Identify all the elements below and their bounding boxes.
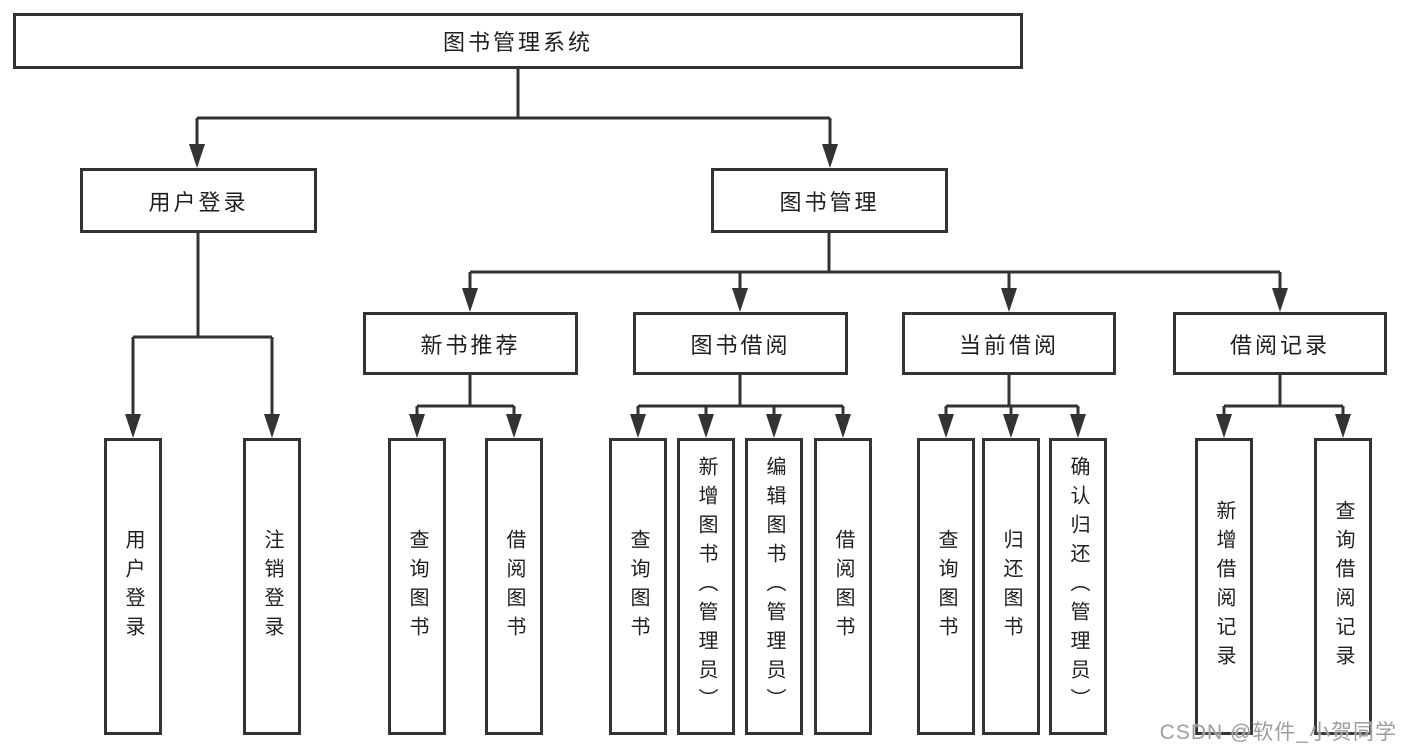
arrowhead — [822, 144, 838, 168]
arrowhead — [409, 414, 425, 438]
leaf-return-books: 归还图书 — [982, 438, 1040, 735]
leaf-add-borrow-record: 新增借阅记录 — [1195, 438, 1253, 735]
node-borrowing-records: 借阅记录 — [1173, 312, 1387, 375]
leaf-label: 编辑图书（管理员） — [763, 456, 785, 717]
leaf-label: 借阅图书 — [832, 528, 854, 645]
node-label: 图书管理 — [779, 189, 880, 215]
leaf-edit-books-admin: 编辑图书（管理员） — [745, 438, 803, 735]
arrowhead — [264, 414, 280, 438]
leaf-query-books-current: 查询图书 — [917, 438, 975, 735]
arrowhead — [835, 414, 851, 438]
leaf-add-books-admin: 新增图书（管理员） — [677, 438, 735, 735]
leaf-borrow-books: 借阅图书 — [814, 438, 872, 735]
arrowhead — [938, 414, 954, 438]
leaf-query-borrow-record: 查询借阅记录 — [1314, 438, 1372, 735]
leaf-label: 查询图书 — [935, 528, 957, 645]
leaf-query-books-borrow: 查询图书 — [609, 438, 667, 735]
arrowhead — [630, 414, 646, 438]
leaf-label: 注销登录 — [261, 528, 283, 645]
leaf-label: 归还图书 — [1000, 528, 1022, 645]
leaf-borrow-books-recommend: 借阅图书 — [485, 438, 543, 735]
arrowhead — [732, 288, 748, 312]
arrowhead — [1070, 414, 1086, 438]
arrowhead — [1216, 414, 1232, 438]
node-book-management: 图书管理 — [711, 168, 948, 233]
arrowhead — [766, 414, 782, 438]
arrowhead — [1272, 288, 1288, 312]
arrowhead — [1003, 414, 1019, 438]
csdn-watermark: CSDN @软件_小贺同学 — [1159, 721, 1397, 744]
node-label: 用户登录 — [148, 189, 249, 215]
arrowhead — [506, 414, 522, 438]
leaf-label: 借阅图书 — [503, 528, 525, 645]
leaf-label: 查询图书 — [406, 528, 428, 645]
arrowhead — [125, 414, 141, 438]
leaf-label: 用户登录 — [122, 528, 144, 645]
node-label: 新书推荐 — [420, 332, 521, 358]
leaf-label: 确认归还（管理员） — [1067, 456, 1089, 717]
leaf-label: 新增图书（管理员） — [695, 456, 717, 717]
leaf-label: 查询图书 — [627, 528, 649, 645]
node-new-book-recommendation: 新书推荐 — [363, 312, 578, 375]
node-label: 图书管理系统 — [442, 30, 593, 55]
node-label: 当前借阅 — [958, 332, 1059, 358]
arrowhead — [1335, 414, 1351, 438]
leaf-logout: 注销登录 — [243, 438, 301, 735]
leaf-user-login: 用户登录 — [104, 438, 162, 735]
node-user-login: 用户登录 — [80, 168, 317, 233]
arrowheads — [125, 144, 1351, 438]
arrowhead — [189, 144, 205, 168]
leaf-label: 查询借阅记录 — [1332, 499, 1354, 674]
node-library-management-system: 图书管理系统 — [13, 13, 1023, 69]
arrowhead — [698, 414, 714, 438]
arrowhead — [462, 288, 478, 312]
leaf-label: 新增借阅记录 — [1213, 499, 1235, 674]
tree-edges — [131, 69, 1345, 418]
node-label: 借阅记录 — [1229, 332, 1330, 358]
leaf-confirm-return-admin: 确认归还（管理员） — [1049, 438, 1107, 735]
node-current-borrowing: 当前借阅 — [902, 312, 1116, 375]
node-book-borrowing: 图书借阅 — [633, 312, 848, 375]
node-label: 图书借阅 — [690, 332, 791, 358]
leaf-query-books-recommend: 查询图书 — [388, 438, 446, 735]
arrowhead — [1001, 288, 1017, 312]
